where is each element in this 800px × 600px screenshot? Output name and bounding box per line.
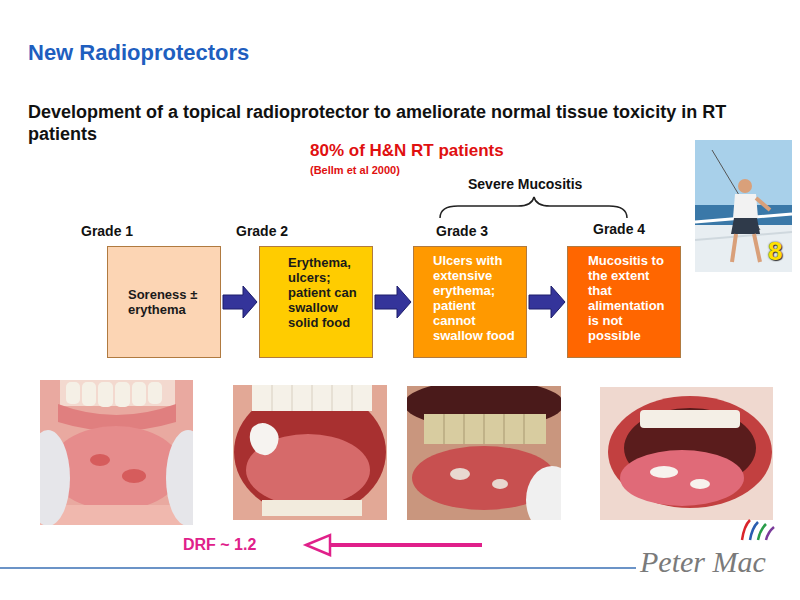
grade-label: Grade 1 (81, 223, 133, 239)
mouth-photo (407, 386, 561, 520)
grade-description: Mucositis to the extent that alimentatio… (588, 253, 668, 343)
slide-title: New Radioprotectors (28, 40, 249, 66)
bracket-label: Severe Mucositis (468, 176, 582, 193)
logo-text: Peter Mac (640, 544, 766, 580)
grade-box: Grade 3Ulcers with extensive erythema; p… (413, 246, 527, 358)
grade-box: Grade 2Erythema, ulcers; patient can swa… (259, 246, 373, 358)
grade-label: Grade 4 (593, 221, 645, 237)
drf-label: DRF ~ 1.2 (183, 535, 256, 554)
sailing-photo (695, 140, 792, 272)
footer-rule (0, 567, 636, 569)
drf-arrow (306, 535, 482, 555)
grade-box: Grade 4Mucositis to the extent that alim… (567, 246, 681, 358)
citation: (Bellm et al 2000) (310, 164, 400, 177)
brace (440, 197, 627, 218)
logo-mark (742, 520, 774, 540)
block-arrow (375, 286, 411, 318)
mouth-photo (40, 380, 193, 525)
subtitle: Development of a topical radioprotector … (28, 102, 763, 145)
grade-label: Grade 3 (436, 223, 488, 239)
grade-label: Grade 2 (236, 223, 288, 239)
grade-description: Erythema, ulcers; patient can swallow so… (288, 255, 364, 330)
photo-number: 8 (768, 236, 782, 267)
mouth-photo (600, 387, 773, 520)
grade-description: Ulcers with extensive erythema; patient … (433, 253, 517, 343)
statistic-note: 80% of H&N RT patients (310, 141, 504, 161)
block-arrow (529, 286, 565, 318)
mouth-photo (233, 385, 387, 520)
grade-box: Grade 1Soreness ± erythema (107, 246, 221, 358)
grade-description: Soreness ± erythema (128, 287, 208, 317)
block-arrow (223, 286, 257, 318)
